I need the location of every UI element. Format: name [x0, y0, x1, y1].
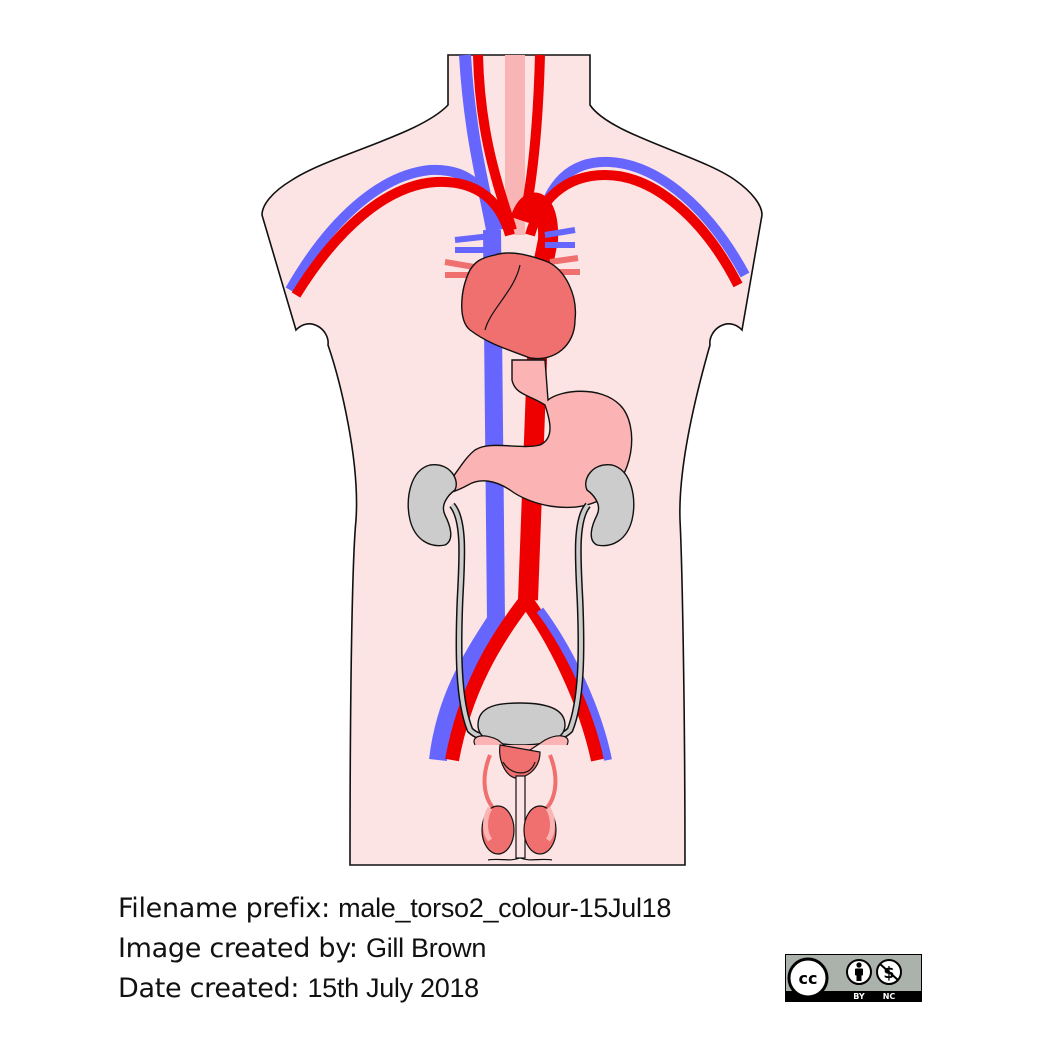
left-iliac-artery	[445, 595, 532, 762]
filename-label: Filename prefix:	[118, 893, 330, 924]
right-iliac-artery	[520, 595, 605, 762]
cc-icon: cc	[787, 957, 829, 999]
creator-row: Image created by: Gill Brown	[118, 933, 486, 964]
date-label: Date created:	[118, 973, 300, 1004]
aorta	[510, 192, 559, 601]
reproductive-organs	[473, 735, 569, 861]
stomach	[438, 359, 633, 508]
left-subclavian-artery	[291, 176, 515, 298]
by-label: BY	[853, 992, 865, 1001]
cc-by-nc-license-badge: cc $ BY NC	[785, 954, 922, 1002]
nc-label: NC	[883, 992, 896, 1001]
by-person-icon	[846, 959, 872, 985]
creator-label: Image created by:	[118, 933, 358, 964]
nc-dollar-icon: $	[876, 959, 902, 985]
date-value: 15th July 2018	[307, 973, 479, 1003]
left-kidney	[407, 464, 457, 547]
heart	[461, 252, 577, 360]
male-torso-diagram	[261, 54, 763, 866]
date-row: Date created: 15th July 2018	[118, 973, 479, 1004]
cc-icon-label: cc	[799, 969, 818, 988]
creator-value: Gill Brown	[366, 933, 487, 963]
right-kidney	[585, 464, 635, 547]
filename-value: male_torso2_colour-15Jul18	[338, 893, 672, 923]
trachea	[505, 55, 525, 235]
filename-row: Filename prefix: male_torso2_colour-15Ju…	[118, 893, 671, 924]
